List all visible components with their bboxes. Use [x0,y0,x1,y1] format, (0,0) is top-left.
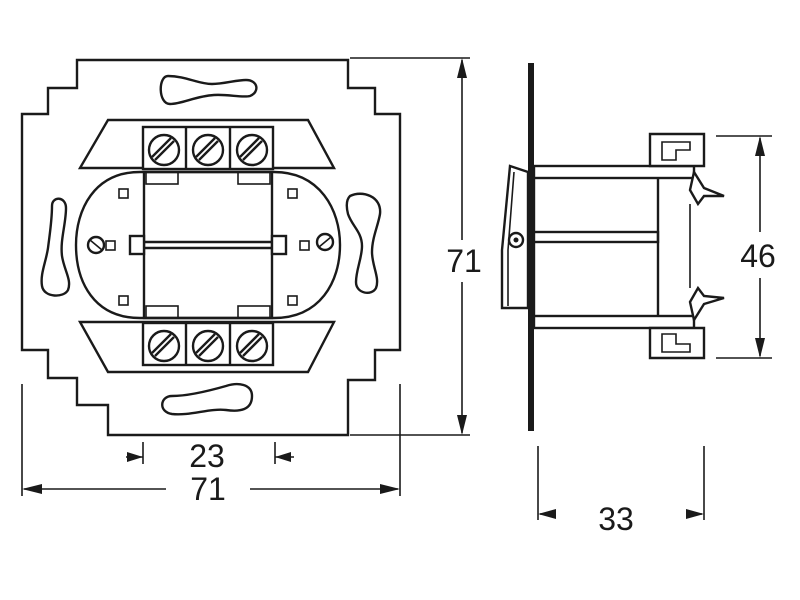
rocker-top-tab-left [145,171,179,185]
terminal-screw [191,329,225,363]
mounting-slot-left [40,197,71,297]
spring-claw-top [688,168,725,207]
fixing-screw-left [86,235,106,255]
arrowhead [755,136,765,156]
retaining-clip-top-detail [661,141,691,161]
dimension-label-front-height: 71 [446,243,482,279]
arrowhead [380,484,400,494]
arrowhead [22,484,42,494]
side-frame-bottom-bar [532,314,696,330]
front-dimensions: 71 23 71 [21,57,482,507]
dimension-label-side-height: 46 [740,238,776,274]
fixing-screw-right [315,232,335,252]
indicator-square [299,240,310,251]
rocker-bottom-tab-left [145,305,179,319]
dimension-label-side-depth: 33 [598,501,634,537]
rocker-pin-left [128,234,146,256]
terminal-screws-bottom [141,321,275,367]
indicator-square [105,240,116,251]
terminal-screw [147,329,181,363]
dimension-label-front-width: 71 [190,471,226,507]
mounting-plate-outline [20,58,402,437]
front-view [20,58,402,437]
indicator-square [287,295,298,306]
arrowhead [457,58,467,78]
arrowhead [686,509,704,519]
rocker-bottom-tab-right [237,305,271,319]
arrowhead [755,338,765,358]
terminal-screw [235,133,269,167]
arrowhead [457,415,467,435]
side-axle [532,230,660,244]
rocker-profile-edge [507,171,515,306]
mounting-slot-bottom [161,382,254,416]
retaining-clip-bottom-detail [661,333,691,353]
terminal-screw [235,329,269,363]
arrowhead [538,509,556,519]
terminal-screws-top [141,125,275,171]
arrowhead [127,452,143,462]
rocker-top-tab-right [237,171,271,185]
indicator-square [287,188,298,199]
indicator-square [118,295,129,306]
wall-plate [528,63,534,431]
rocker-pin-right [270,234,288,256]
terminal-screw [147,133,181,167]
retaining-clip-bottom [648,326,706,360]
switch-body [74,170,342,320]
mounting-slot-right [345,192,382,294]
mounting-slot-top [159,74,258,106]
indicator-square [118,188,129,199]
pivot-pin-center [513,237,519,243]
dimension-label-terminal-spacing: 23 [189,438,225,474]
side-dimensions: 46 33 [537,135,776,537]
side-frame-top-bar [532,164,696,180]
side-view [500,63,725,431]
arrowhead [275,452,291,462]
terminal-screw [191,133,225,167]
spring-claw-bottom [688,285,725,324]
